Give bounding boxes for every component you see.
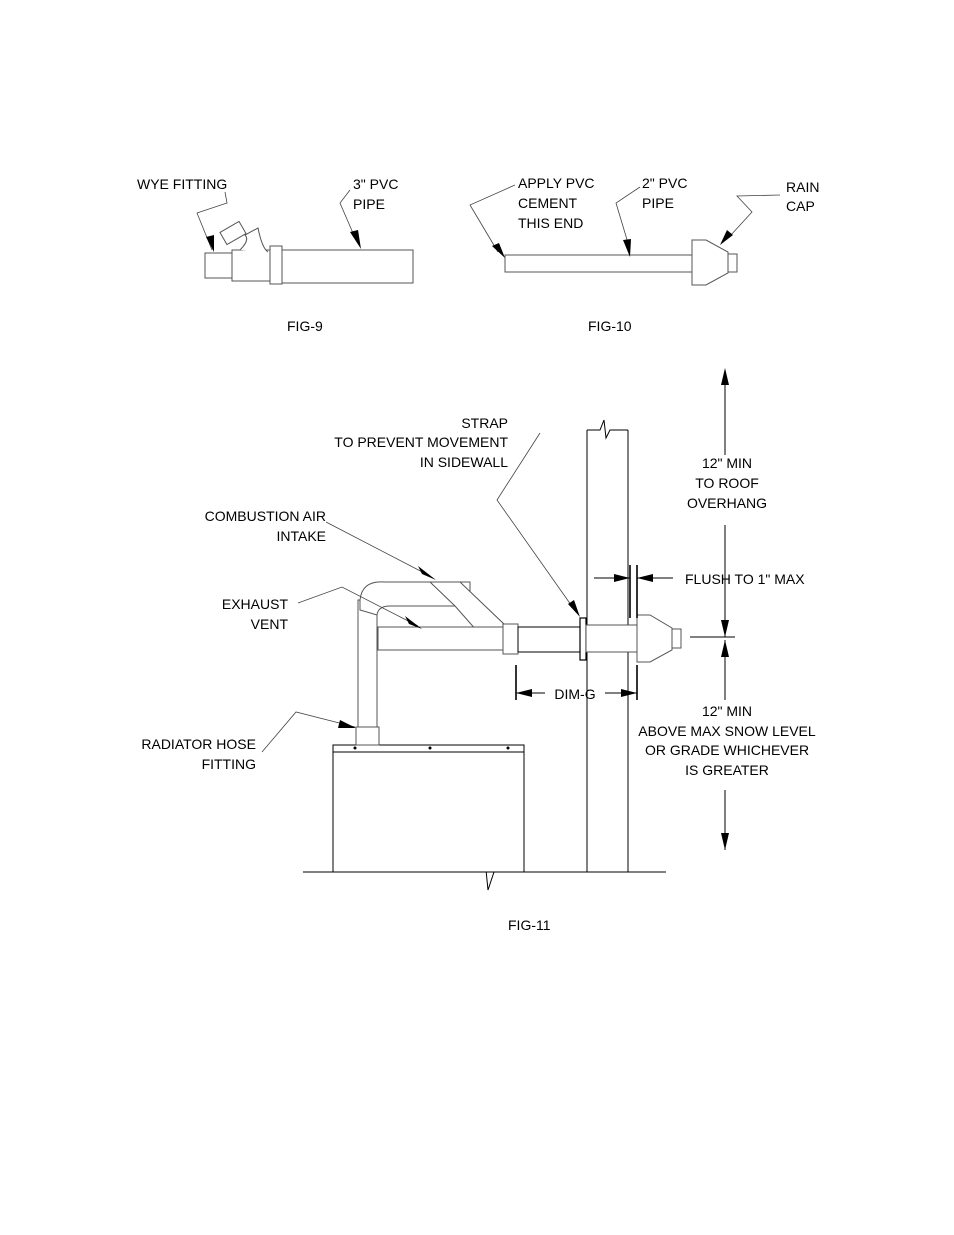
strap-label-line3: IN SIDEWALL <box>420 454 508 470</box>
snow-level-label-line3: OR GRADE WHICHEVER <box>645 742 809 758</box>
3in-pvc-pipe-label-line1: 3" PVC <box>353 176 398 192</box>
strap-label-line1: STRAP <box>461 415 508 431</box>
rain-cap-label-line2: CAP <box>786 198 815 214</box>
roof-overhang-label-line3: OVERHANG <box>687 495 767 511</box>
vent-piping <box>355 581 682 746</box>
radiator-hose-label-line2: FITTING <box>202 756 256 772</box>
strap-label-line2: TO PREVENT MOVEMENT <box>334 434 508 450</box>
cement-label-line3: THIS END <box>518 215 583 231</box>
flush-label: FLUSH TO 1" MAX <box>685 571 805 587</box>
fig11-caption: FIG-11 <box>508 917 551 933</box>
2in-pvc-pipe-label-line2: PIPE <box>642 195 674 211</box>
fig10-caption: FIG-10 <box>588 318 632 334</box>
fig11-leaders <box>261 432 580 753</box>
combustion-air-intake-label-line1: COMBUSTION AIR <box>205 508 326 524</box>
wye-fitting-label: WYE FITTING <box>137 176 227 192</box>
dimension-lines <box>515 368 735 850</box>
cement-label-line1: APPLY PVC <box>518 175 595 191</box>
combustion-air-intake-label-line2: INTAKE <box>276 528 326 544</box>
fig10-leaders <box>469 184 781 258</box>
snow-level-label-line2: ABOVE MAX SNOW LEVEL <box>638 723 816 739</box>
fig9-wye-fitting-drawing <box>204 220 414 285</box>
boiler <box>332 744 525 873</box>
exhaust-vent-label-line2: VENT <box>251 616 289 632</box>
3in-pvc-pipe-label-line2: PIPE <box>353 196 385 212</box>
exhaust-vent-label-line1: EXHAUST <box>222 596 289 612</box>
roof-overhang-label-line2: TO ROOF <box>695 475 759 491</box>
2in-pvc-pipe-label-line1: 2" PVC <box>642 175 687 191</box>
dim-g-label: DIM-G <box>554 686 595 702</box>
fig10-pipe-drawing <box>504 239 738 286</box>
cement-label-line2: CEMENT <box>518 195 578 211</box>
roof-overhang-label-line1: 12" MIN <box>702 455 752 471</box>
snow-level-label-line1: 12" MIN <box>702 703 752 719</box>
snow-level-label-line4: IS GREATER <box>685 762 769 778</box>
rain-cap-label-line1: RAIN <box>786 179 819 195</box>
fig9-leaders <box>196 189 361 252</box>
radiator-hose-label-line1: RADIATOR HOSE <box>141 736 256 752</box>
fig9-caption: FIG-9 <box>287 318 323 334</box>
